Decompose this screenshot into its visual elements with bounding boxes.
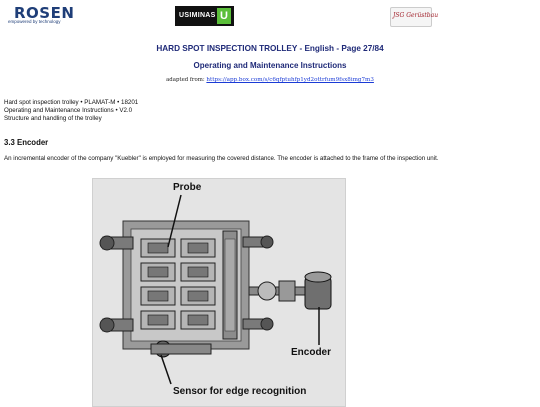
meta-line-version: Operating and Maintenance Instructions •…	[4, 107, 133, 115]
source-link[interactable]: https://app.box.com/s/c6qfptuhfp1yd2ottr…	[206, 77, 374, 83]
document-meta: Hard spot inspection trolley • PLAMAT-M …	[4, 99, 138, 124]
trolley-figure: Probe Encoder Sensor for edge recognitio…	[92, 178, 346, 407]
usiminas-logo-text: USIMINAS	[179, 12, 216, 19]
page-subtitle: Operating and Maintenance Instructions	[193, 61, 347, 70]
probe-label: Probe	[173, 182, 202, 193]
partner-logo: JSG Gerüstbau	[390, 7, 438, 27]
partner-logo-text: JSG Gerüstbau	[393, 12, 439, 19]
meta-line-product: Hard spot inspection trolley • PLAMAT-M …	[4, 99, 139, 106]
source-note: adapted from: https://app.box.com/s/c6qf…	[0, 77, 540, 83]
sensor-label: Sensor for edge recognition	[173, 386, 307, 397]
rosen-logo-text: ROSEN	[14, 4, 75, 22]
usiminas-mark: U	[217, 8, 231, 24]
section-heading: 3.3 Encoder	[4, 138, 49, 147]
encoder-label: Encoder	[291, 347, 332, 358]
body-paragraph: An incremental encoder of the company "K…	[4, 155, 439, 162]
page-title: HARD SPOT INSPECTION TROLLEY - English -…	[156, 44, 384, 53]
source-prefix: adapted from:	[166, 77, 205, 83]
usiminas-logo: USIMINAS U	[175, 6, 234, 26]
meta-line-chapter: Structure and handling of the trolley	[4, 115, 102, 123]
rosen-logo: ROSEN empowered by technology	[4, 3, 74, 27]
trolley-drawing	[93, 179, 345, 406]
rosen-tagline: empowered by technology	[8, 19, 61, 24]
